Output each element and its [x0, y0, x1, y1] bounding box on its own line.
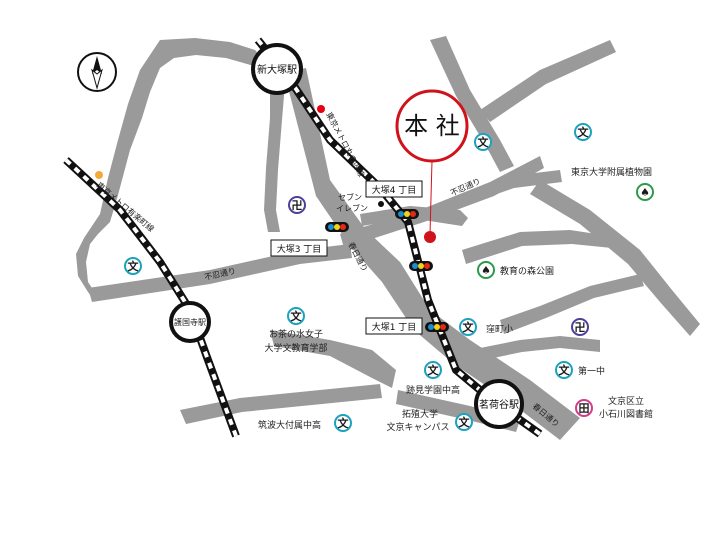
school-icon: 文	[287, 307, 305, 325]
station-label-myogadani: 茗荷谷駅	[479, 399, 519, 411]
temple-icon: 卍	[571, 318, 589, 336]
rail-yurakucho	[63, 157, 240, 438]
library-icon: 田	[575, 399, 593, 417]
road-park-south	[500, 274, 644, 334]
school-icon: 文	[334, 414, 352, 432]
place-label-tsukuba: 筑波大付属中高	[258, 419, 321, 431]
marunouchi-line-marker	[317, 105, 325, 113]
school-icon: 文	[555, 361, 573, 379]
svg-text:文: 文	[559, 363, 571, 377]
school-icon: 文	[574, 123, 592, 141]
intersection-otsuka1: 大塚1 丁目	[365, 317, 423, 335]
svg-text:文: 文	[578, 125, 590, 139]
school-icon: 文	[424, 361, 442, 379]
school-icon: 文	[455, 413, 473, 431]
road-kasuga	[284, 68, 580, 440]
convenience-store-marker	[378, 201, 384, 207]
traffic-signal-icon	[409, 261, 433, 271]
place-label-library-line2: 小石川図書館	[599, 408, 653, 420]
school-icon: 文	[124, 257, 142, 275]
intersection-label-otsuka3: 大塚3 丁目	[277, 243, 322, 255]
place-label-forest-park: 教育の森公園	[500, 265, 554, 277]
place-label-daiichi: 第一中	[578, 365, 605, 377]
svg-text:文: 文	[478, 135, 490, 149]
station-label-gokokuji: 護国寺駅	[174, 317, 206, 327]
station-gokokuji: 護国寺駅	[169, 301, 211, 343]
road-west-north-loop	[264, 72, 286, 232]
road-east-diagonal	[480, 40, 616, 122]
station-myogadani: 茗荷谷駅	[474, 379, 524, 429]
hq-location-dot	[424, 231, 436, 243]
road-upper-arc	[76, 38, 262, 300]
station-label-shin-otsuka: 新大塚駅	[257, 63, 297, 76]
place-label-kubomachi: 窪町小	[486, 323, 513, 335]
road-park-north	[462, 230, 612, 264]
place-label-atomi: 跡見学園中高	[406, 384, 460, 396]
school-icon: 文	[459, 318, 477, 336]
school-icon: 文	[474, 133, 492, 151]
traffic-signal-icon	[395, 209, 419, 219]
road-shinobazu-west	[88, 244, 352, 302]
traffic-signal-icon	[425, 322, 449, 332]
place-label-ochanomizu-line1: お茶の水女子	[269, 328, 323, 340]
road-botanical-edge	[530, 180, 700, 336]
road-network	[76, 36, 700, 440]
svg-text:文: 文	[338, 416, 350, 430]
svg-text:文: 文	[459, 415, 471, 429]
svg-text:文: 文	[128, 259, 140, 273]
svg-text:♠: ♠	[481, 264, 491, 277]
road-southwest	[180, 384, 382, 424]
station-shin-otsuka: 新大塚駅	[251, 43, 303, 95]
road-east-south	[470, 336, 600, 362]
road-north-diagonal	[430, 36, 514, 172]
intersection-label-otsuka4: 大塚4 丁目	[372, 184, 417, 196]
compass-icon	[77, 52, 117, 92]
place-label-takushoku-line2: 文京キャンパス	[386, 421, 449, 433]
place-label-ochanomizu-line2: 大学文教育学部	[264, 342, 327, 354]
svg-text:文: 文	[291, 309, 303, 323]
temple-icon: 卍	[288, 196, 306, 214]
place-label-library-line1: 文京区立	[608, 395, 644, 407]
svg-text:田: 田	[579, 402, 590, 415]
park-icon: ♠	[477, 261, 495, 279]
svg-text:文: 文	[463, 320, 475, 334]
road-east-link	[470, 170, 562, 202]
park-icon: ♠	[636, 183, 654, 201]
intersection-otsuka4: 大塚4 丁目	[365, 180, 423, 198]
svg-text:文: 文	[428, 363, 440, 377]
svg-text:卍: 卍	[292, 199, 303, 212]
place-label-takushoku-line1: 拓殖大学	[402, 408, 438, 420]
traffic-signal-icon	[325, 222, 349, 232]
svg-text:♠: ♠	[640, 186, 650, 199]
yurakucho-line-marker	[95, 171, 103, 179]
hq-marker: 本 社	[395, 89, 469, 243]
place-label-botanical-garden: 東京大学附属植物園	[571, 166, 652, 178]
road-center-loop	[270, 330, 396, 388]
hq-label: 本 社	[404, 112, 460, 140]
intersection-label-otsuka1: 大塚1 丁目	[372, 321, 417, 333]
road-shinobazu-east	[340, 156, 544, 248]
seven-eleven-label-line1: セブン	[338, 192, 362, 202]
intersection-otsuka3: 大塚3 丁目	[270, 239, 328, 257]
seven-eleven-label-line2: イレブン	[336, 203, 368, 213]
svg-text:卍: 卍	[575, 321, 586, 334]
